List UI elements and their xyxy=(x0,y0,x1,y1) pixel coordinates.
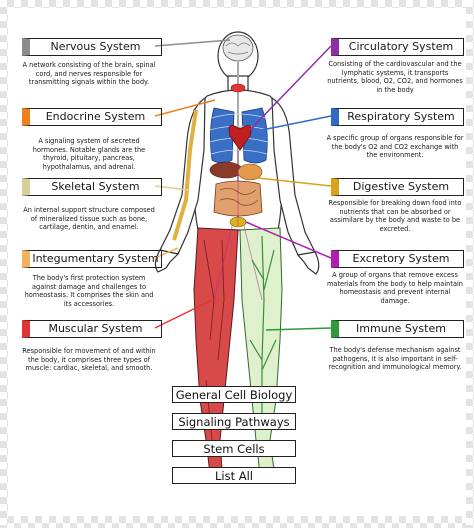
brain xyxy=(222,34,254,62)
list-all-button[interactable]: List All xyxy=(172,467,296,484)
label-digestive-system[interactable]: Digestive System xyxy=(331,178,464,196)
label-nervous-system[interactable]: Nervous System xyxy=(22,38,162,56)
desc-endocrine-system: A signaling system of secreted hormones.… xyxy=(32,137,146,171)
desc-muscular-system: Responsible for movement of and within t… xyxy=(22,347,156,373)
general-cell-biology-button[interactable]: General Cell Biology xyxy=(172,386,296,403)
signaling-pathways-button[interactable]: Signaling Pathways xyxy=(172,413,296,430)
heart xyxy=(228,124,252,151)
label-immune-system[interactable]: Immune System xyxy=(331,320,464,338)
blood-vessels xyxy=(213,150,263,301)
transparency-border-left xyxy=(0,0,8,528)
label-circulatory-system[interactable]: Circulatory System xyxy=(331,38,464,56)
desc-nervous-system: A network consisting of the brain, spina… xyxy=(22,61,156,87)
lungs xyxy=(210,107,268,164)
left-leg-muscles xyxy=(193,227,239,475)
stem-cells-button[interactable]: Stem Cells xyxy=(172,440,296,457)
desc-integumentary-system: The body's first protection system again… xyxy=(24,274,154,308)
right-leg-lymph xyxy=(239,227,283,475)
label-endocrine-system[interactable]: Endocrine System xyxy=(22,108,162,126)
connector-lines xyxy=(154,39,332,331)
desc-immune-system: The body's defense mechanism against pat… xyxy=(328,346,462,372)
desc-excretory-system: A group of organs that remove excess mat… xyxy=(327,271,463,305)
desc-circulatory-system: Consisting of the cardiovascular and the… xyxy=(327,60,463,94)
label-excretory-system[interactable]: Excretory System xyxy=(331,250,464,268)
label-respiratory-system[interactable]: Respiratory System xyxy=(331,108,464,126)
ribs xyxy=(209,113,269,155)
label-integumentary-system[interactable]: Integumentary System xyxy=(22,250,162,268)
desc-digestive-system: Responsible for breaking down food into … xyxy=(328,199,462,233)
desc-respiratory-system: A specific group of organs responsible f… xyxy=(326,134,464,160)
transparency-border-right xyxy=(466,0,474,528)
transparency-border-top xyxy=(0,0,474,8)
liver xyxy=(209,161,243,179)
transparency-border-bottom xyxy=(0,516,474,528)
label-skeletal-system[interactable]: Skeletal System xyxy=(22,178,162,196)
thyroid xyxy=(230,83,246,93)
desc-skeletal-system: An internal support structure composed o… xyxy=(23,206,155,232)
left-arm-bones xyxy=(172,109,198,241)
label-muscular-system[interactable]: Muscular System xyxy=(22,320,162,338)
